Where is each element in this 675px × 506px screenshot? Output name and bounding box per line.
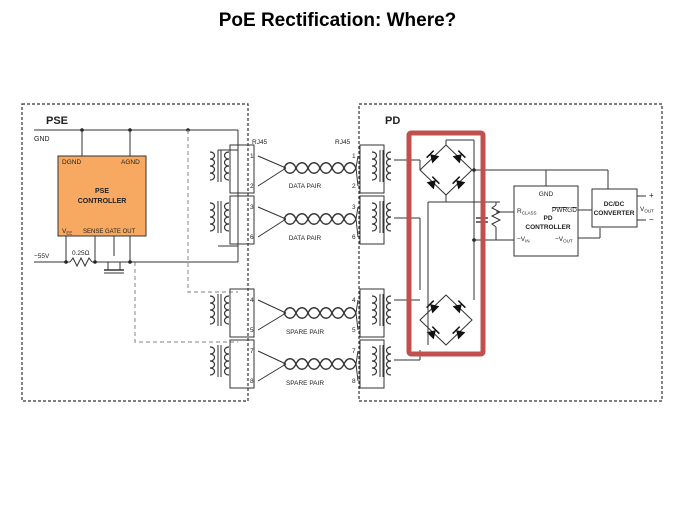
- svg-text:6: 6: [352, 234, 356, 241]
- svg-text:5: 5: [352, 327, 356, 334]
- pse-boundary: [21, 103, 249, 402]
- vout-minus: −: [649, 215, 654, 224]
- svg-text:VEE: VEE: [62, 228, 72, 236]
- svg-text:2: 2: [250, 183, 254, 190]
- svg-text:PWRGD: PWRGD: [552, 207, 577, 214]
- svg-text:AGND: AGND: [121, 159, 140, 166]
- svg-text:CONTROLLER: CONTROLLER: [525, 224, 570, 231]
- pse-label: PSE: [46, 115, 68, 127]
- svg-text:CONTROLLER: CONTROLLER: [78, 198, 127, 205]
- svg-text:SENSE GATE OUT: SENSE GATE OUT: [83, 229, 136, 235]
- svg-text:1: 1: [352, 153, 356, 160]
- svg-text:8: 8: [352, 378, 356, 385]
- cable-pair-2: DATA PAIR: [257, 206, 359, 242]
- pd-label: PD: [385, 115, 400, 127]
- svg-text:4: 4: [250, 297, 254, 304]
- svg-text:7: 7: [250, 348, 254, 355]
- sense-resistor: [69, 256, 93, 268]
- neg55-label: −55V: [34, 253, 50, 260]
- vout-plus: +: [649, 191, 654, 200]
- svg-text:−VOUT: −VOUT: [555, 236, 573, 244]
- svg-text:4: 4: [352, 297, 356, 304]
- pd-controller: GND RCLASS PWRGD PD CONTROLLER −VIN −VOU…: [513, 185, 579, 257]
- pse-controller: DGND AGND PSE CONTROLLER VEE SENSE GATE …: [57, 155, 147, 237]
- pd-boundary: [358, 103, 663, 402]
- svg-text:DC/DC: DC/DC: [604, 201, 625, 208]
- vout-label: VOUT: [640, 206, 654, 214]
- lower-bridge-rectifier: [419, 294, 473, 346]
- cable-pair-3: SPARE PAIR: [257, 299, 359, 336]
- pair-label: SPARE PAIR: [286, 380, 324, 387]
- svg-text:2: 2: [352, 183, 356, 190]
- svg-text:8: 8: [250, 378, 254, 385]
- svg-text:3: 3: [250, 204, 254, 211]
- svg-text:PD: PD: [543, 215, 552, 222]
- rj45-left-label: RJ45: [252, 139, 268, 146]
- svg-text:5: 5: [250, 327, 254, 334]
- cable-pair-1: DATA PAIR: [257, 155, 359, 190]
- pair-label: DATA PAIR: [289, 235, 322, 242]
- upper-bridge-rectifier: [419, 144, 473, 196]
- dcdc-converter: DC/DC CONVERTER: [591, 188, 638, 228]
- svg-text:GND: GND: [539, 191, 554, 198]
- sense-resistor-label: 0.25Ω: [72, 250, 90, 257]
- svg-text:−VIN: −VIN: [517, 236, 530, 244]
- svg-text:RCLASS: RCLASS: [517, 208, 536, 216]
- pair-label: SPARE PAIR: [286, 329, 324, 336]
- cable-pair-4: SPARE PAIR: [257, 350, 359, 387]
- rectifier-highlight: [406, 130, 486, 357]
- svg-text:3: 3: [352, 204, 356, 211]
- svg-text:7: 7: [352, 348, 356, 355]
- svg-text:6: 6: [250, 234, 254, 241]
- slide-title: PoE Rectification: Where?: [218, 10, 457, 31]
- svg-text:1: 1: [250, 153, 254, 160]
- svg-text:DGND: DGND: [62, 159, 81, 166]
- rj45-right-label: RJ45: [335, 139, 351, 146]
- pse-gnd-label: GND: [34, 136, 50, 143]
- svg-text:CONVERTER: CONVERTER: [594, 210, 635, 217]
- pair-label: DATA PAIR: [289, 183, 322, 190]
- svg-text:PSE: PSE: [95, 188, 109, 195]
